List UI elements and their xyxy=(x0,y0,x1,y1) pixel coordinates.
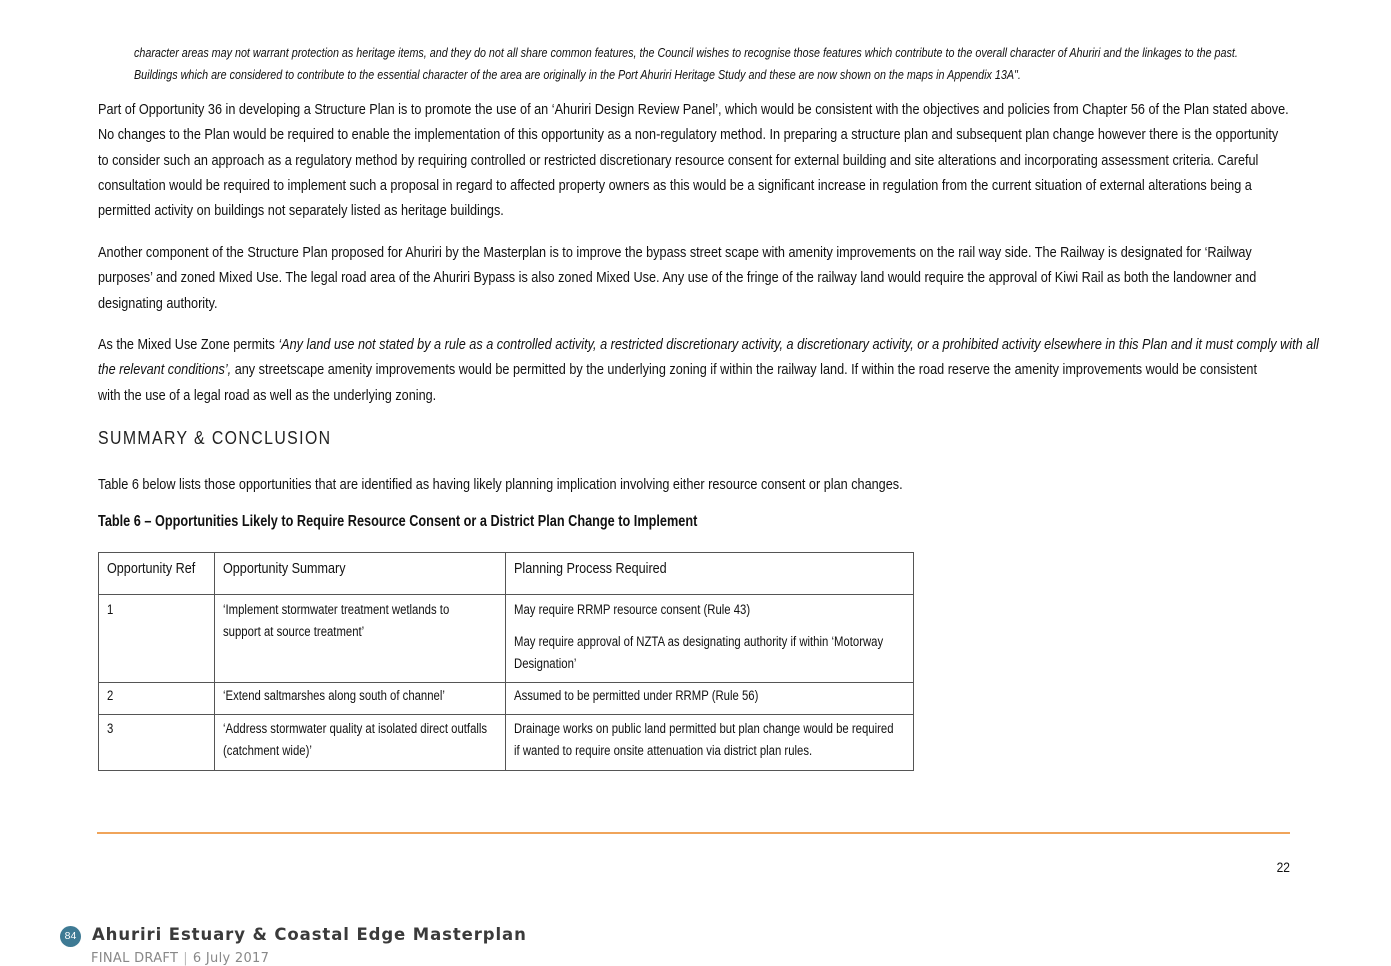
footer-divider xyxy=(97,832,1290,834)
text-line: consultation would be required to implem… xyxy=(98,176,1252,194)
column-header: Opportunity Summary xyxy=(214,552,506,595)
cell-text: Planning Process Required xyxy=(514,560,667,577)
table-row: 1 ‘Implement stormwater treatment wetlan… xyxy=(98,594,914,683)
cell-text: ‘Extend saltmarshes along south of chann… xyxy=(223,688,445,703)
text-line: the relevant conditions’, any streetscap… xyxy=(98,357,1264,382)
table-caption: Table 6 – Opportunities Likely to Requir… xyxy=(98,513,698,530)
cell-text: May require approval of NZTA as designat… xyxy=(514,634,884,649)
opportunity-ref-cell: 3 xyxy=(98,714,215,771)
quoted-plan-text: character areas may not warrant protecti… xyxy=(134,42,1238,86)
footer-separator: | xyxy=(183,951,188,966)
planning-process-cell: Assumed to be permitted under RRMP (Rule… xyxy=(505,682,914,715)
cell-text: Drainage works on public land permitted … xyxy=(514,721,894,736)
document-status: FINAL DRAFT | 6 July 2017 xyxy=(91,951,269,966)
cell-text: Opportunity Summary xyxy=(223,560,346,577)
opportunity-ref-cell: 2 xyxy=(98,682,215,715)
cell-text: Opportunity Ref xyxy=(107,560,196,577)
quote-line: Buildings which are considered to contri… xyxy=(134,68,1021,82)
text-run: As the Mixed Use Zone permits xyxy=(98,336,279,353)
opportunities-table: Opportunity Ref Opportunity Summary Plan… xyxy=(98,552,914,771)
document-title: Ahuriri Estuary & Coastal Edge Masterpla… xyxy=(92,925,527,944)
cell-text: (catchment wide)’ xyxy=(223,743,312,758)
cell-text: May require RRMP resource consent (Rule … xyxy=(514,602,751,617)
text-line: Another component of the Structure Plan … xyxy=(98,244,1252,261)
paragraph-mixed-use-zone: As the Mixed Use Zone permits ‘Any land … xyxy=(98,332,1319,408)
text-run: any streetscape amenity improvements wou… xyxy=(231,361,1257,379)
cell-text: Assumed to be permitted under RRMP (Rule… xyxy=(514,688,759,703)
table-header-row: Opportunity Ref Opportunity Summary Plan… xyxy=(98,552,914,595)
cell-text: 1 xyxy=(107,602,114,617)
paragraph-design-review-panel: Part of Opportunity 36 in developing a S… xyxy=(98,97,1289,223)
text-line: Part of Opportunity 36 in developing a S… xyxy=(98,101,1289,118)
text-line: No changes to the Plan would be required… xyxy=(98,126,1279,144)
cell-text: ‘Implement stormwater treatment wetlands… xyxy=(223,602,450,617)
paragraph-bypass-streetscape: Another component of the Structure Plan … xyxy=(98,240,1264,316)
column-header: Planning Process Required xyxy=(505,552,914,595)
text-line: to consider such an approach as a regula… xyxy=(98,151,1259,169)
section-heading: SUMMARY & CONCLUSION xyxy=(98,428,332,448)
cell-text: Designation’ xyxy=(514,656,577,671)
document-date: 6 July 2017 xyxy=(192,951,270,966)
opportunity-summary-cell: ‘Address stormwater quality at isolated … xyxy=(214,714,506,771)
cell-text: 2 xyxy=(107,688,114,703)
cell-text: support at source treatment’ xyxy=(223,624,365,639)
planning-process-cell: May require RRMP resource consent (Rule … xyxy=(505,594,914,683)
opportunity-ref-cell: 1 xyxy=(98,594,215,683)
cell-text: if wanted to require onsite attenuation … xyxy=(514,743,813,758)
draft-status: FINAL DRAFT xyxy=(91,951,179,966)
table-row: 3 ‘Address stormwater quality at isolate… xyxy=(98,714,914,771)
document-page-badge: 84 xyxy=(60,926,81,947)
text-line: designating authority. xyxy=(98,294,218,312)
planning-process-cell: Drainage works on public land permitted … xyxy=(505,714,914,771)
quote-line: character areas may not warrant protecti… xyxy=(134,46,1238,60)
quoted-rule-text: the relevant conditions’, xyxy=(98,361,232,379)
page-number: 22 xyxy=(1276,859,1290,875)
text-line: with the use of a legal road as well as … xyxy=(98,386,437,404)
text-line: As the Mixed Use Zone permits ‘Any land … xyxy=(98,332,1319,357)
text-line: permitted activity on buildings not sepa… xyxy=(98,202,504,220)
cell-text: 3 xyxy=(107,721,114,736)
paragraph-table-intro: Table 6 below lists those opportunities … xyxy=(98,472,1264,497)
opportunity-summary-cell: ‘Implement stormwater treatment wetlands… xyxy=(214,594,506,683)
table-row: 2 ‘Extend saltmarshes along south of cha… xyxy=(98,682,914,715)
opportunity-summary-cell: ‘Extend saltmarshes along south of chann… xyxy=(214,682,506,715)
text-line: Table 6 below lists those opportunities … xyxy=(98,476,903,493)
cell-text: ‘Address stormwater quality at isolated … xyxy=(223,721,488,736)
quoted-rule-text: ‘Any land use not stated by a rule as a … xyxy=(278,336,1319,353)
column-header: Opportunity Ref xyxy=(98,552,215,595)
text-line: purposes’ and zoned Mixed Use. The legal… xyxy=(98,269,1257,287)
